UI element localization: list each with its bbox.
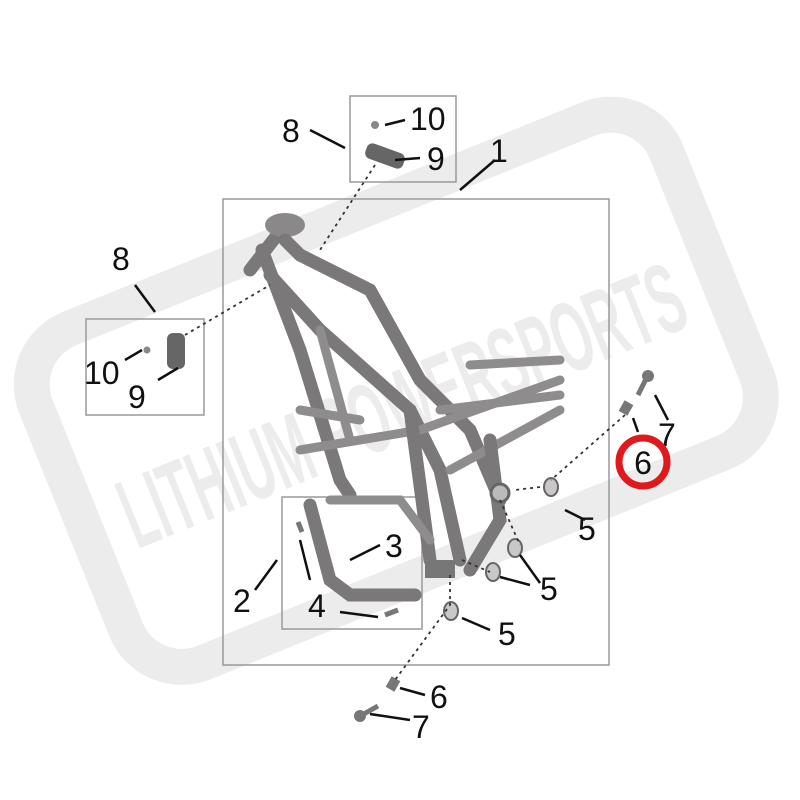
top-bracket-parts xyxy=(365,121,405,169)
label-washer-1: 5 xyxy=(578,511,596,547)
label-nut-highlighted: 6 xyxy=(634,445,652,481)
label-guard: 2 xyxy=(233,583,251,619)
label-washer-3: 5 xyxy=(498,616,516,652)
label-washer-2: 5 xyxy=(540,571,558,607)
label-bracket-left: 9 xyxy=(128,379,146,415)
left-bracket-box xyxy=(85,318,205,416)
frame-box xyxy=(222,198,610,666)
label-bolt-small: 4 xyxy=(308,588,326,624)
fasteners xyxy=(295,370,654,722)
label-bolt-guard: 3 xyxy=(385,528,403,564)
label-bracket-top: 9 xyxy=(427,141,445,177)
left-bracket-parts xyxy=(143,333,185,369)
label-bracket-assembly-left: 8 xyxy=(112,241,130,277)
assembly-lines xyxy=(184,164,626,681)
label-screw-top: 10 xyxy=(410,101,446,137)
frame-illustration xyxy=(243,213,565,602)
leader-lines xyxy=(124,118,670,722)
highlighted-part-callout[interactable]: 6 xyxy=(615,434,671,490)
top-bracket-box xyxy=(349,95,457,183)
part-labels: 1 2 3 4 5 5 5 6 7 7 8 8 9 9 10 10 xyxy=(84,101,676,745)
label-bracket-assembly-top: 8 xyxy=(282,113,300,149)
label-frame: 1 xyxy=(490,133,508,169)
label-screw-left: 10 xyxy=(84,355,120,391)
label-nut-bottom: 6 xyxy=(430,679,448,715)
highlight-circle xyxy=(615,434,671,490)
label-bolt-bottom: 7 xyxy=(412,709,430,745)
